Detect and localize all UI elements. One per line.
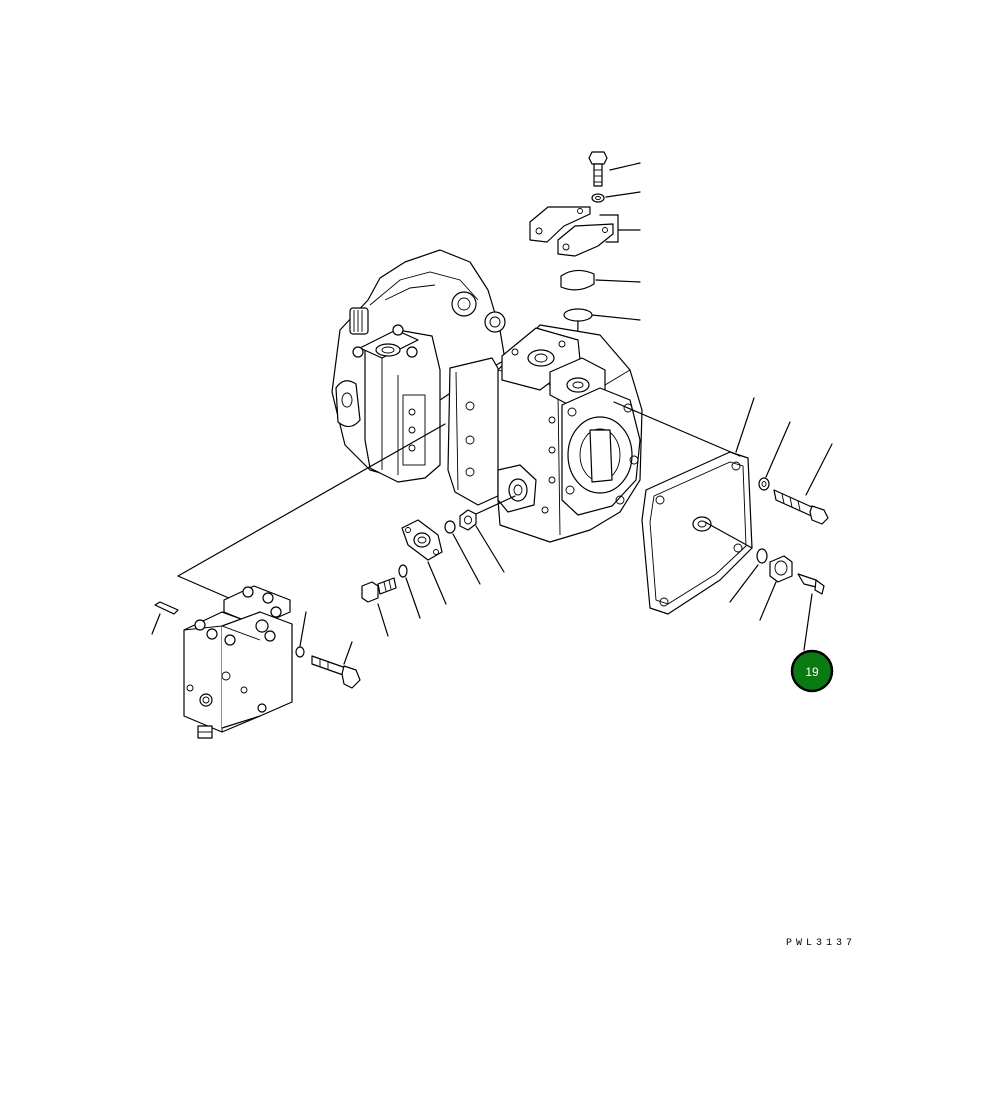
drawing-reference-code: PWL3137 [786,938,857,949]
bleeder-screw [797,573,825,651]
flange-washer [591,191,641,203]
blind-cap [560,269,641,291]
cover-plate [613,397,755,615]
hex-plug [459,495,516,573]
flange-bolt [588,151,641,187]
plate-washer [758,421,791,491]
control-valve [177,423,446,739]
valve-mounting-bolt [311,641,361,689]
port-flange [401,519,447,605]
elbow-fitting [759,555,793,621]
callout-circle[interactable] [790,649,834,693]
valve-pin [151,601,179,635]
fitting-o-ring [729,548,768,603]
hex-bolt-small [361,577,397,637]
callout-marker[interactable]: 19 [790,649,834,693]
plate-bolt [773,443,833,525]
split-flange-halves [529,206,641,257]
port-o-ring [444,520,481,585]
callout-number[interactable]: 19 [805,665,819,679]
valve-washer [295,611,307,658]
hydraulic-pump-assembly [331,249,643,543]
small-washer [398,564,421,619]
